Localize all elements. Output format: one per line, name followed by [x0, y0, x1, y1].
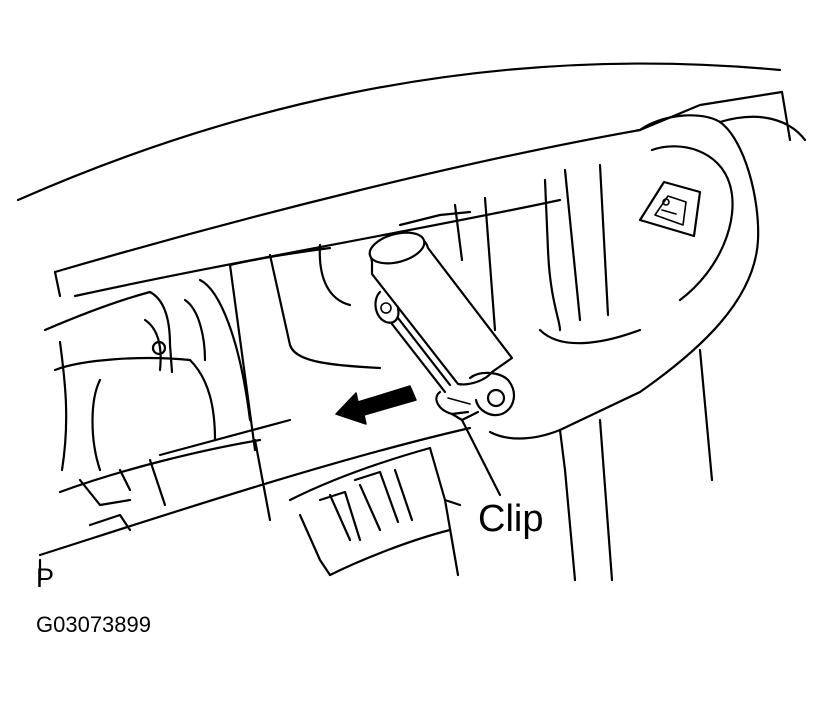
- upper-dash-panel: [16, 62, 792, 298]
- clip-leader-line: [460, 418, 502, 497]
- airbag-warning-icon: [638, 180, 702, 238]
- clip-label: Clip: [478, 498, 544, 540]
- console-opening: [198, 196, 497, 452]
- figure-code: G03073899: [36, 612, 151, 637]
- arrow-left-icon: [335, 385, 417, 425]
- cylinder-component: [368, 231, 516, 422]
- lower-panel: [38, 418, 472, 582]
- left-bracket: [43, 290, 217, 472]
- side-trim: [488, 114, 807, 582]
- view-marker: P: [36, 563, 55, 593]
